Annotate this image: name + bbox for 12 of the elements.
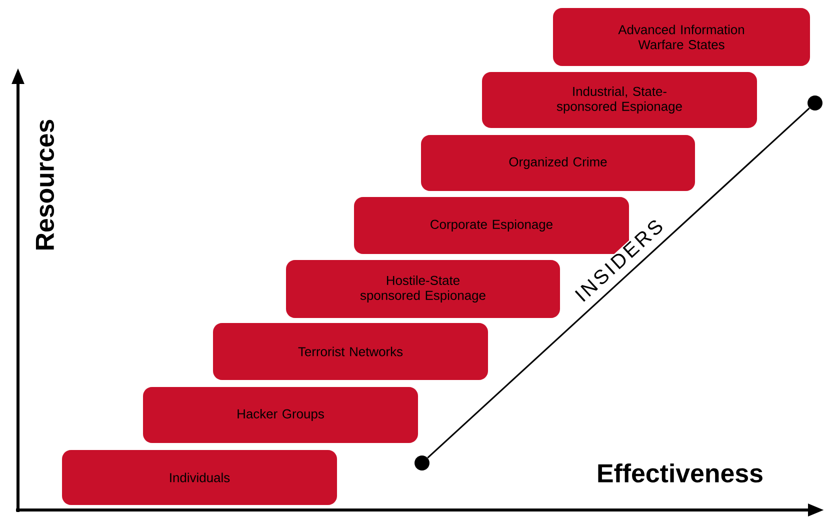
step-box: Organized Crime [421, 135, 695, 191]
axis-title: Effectiveness [598, 463, 762, 482]
step-box: Industrial, State-sponsored Espionage [482, 72, 757, 128]
step-box: Terrorist Networks [213, 323, 488, 380]
axis-title: Resources [36, 120, 54, 250]
step-box: Individuals [62, 450, 337, 505]
step-box: Hostile-State sponsored Espionage [286, 260, 560, 318]
step-box: Hacker Groups [143, 387, 418, 443]
endpoint-dot [808, 96, 822, 110]
diagonal-line [427, 108, 810, 458]
step-box: Advanced Information Warfare States [553, 8, 810, 66]
endpoint-dot [414, 456, 430, 470]
